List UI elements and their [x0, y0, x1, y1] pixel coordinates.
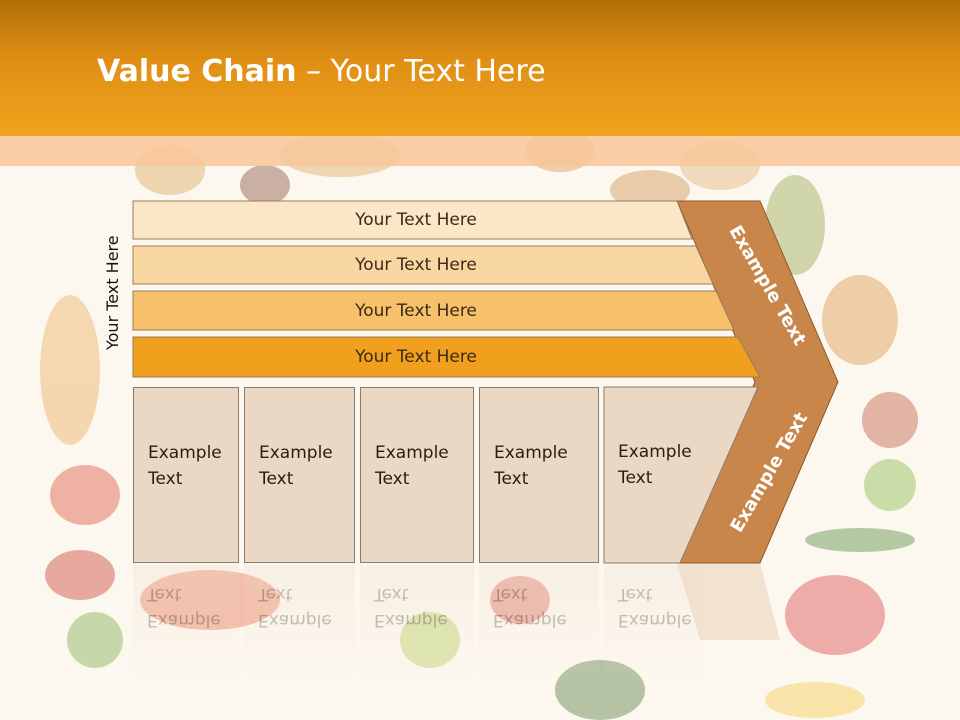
bar-4-label: Your Text Here	[355, 347, 477, 367]
column-1-line1: Example	[148, 443, 222, 463]
bar-4: Your Text Here	[133, 337, 699, 377]
column-5-reflection-line1: Example	[618, 610, 692, 630]
bar-3-shape	[132, 290, 735, 331]
column-2-reflection: Example Text	[244, 565, 355, 685]
column-3-reflection-line2: Text	[374, 584, 409, 604]
column-3-line1: Example	[375, 443, 449, 463]
slide-title: Value Chain – Your Text Here	[97, 54, 546, 89]
column-4-reflection-line1: Example	[493, 610, 567, 630]
column-1-line2: Text	[148, 469, 183, 489]
header-banner	[0, 0, 960, 136]
title-bold: Value Chain	[97, 54, 297, 89]
column-3-reflection-line1: Example	[374, 610, 448, 630]
bar-3: Your Text Here	[133, 291, 699, 330]
bar-2-shape	[132, 245, 714, 285]
column-5-reflection: Example Text	[604, 565, 704, 685]
bar-1-label: Your Text Here	[355, 210, 477, 230]
column-3-line2: Text	[375, 469, 410, 489]
bar-1-shape	[132, 200, 693, 240]
bar-4-shape	[132, 336, 761, 378]
column-5-reflection-line2: Text	[618, 584, 653, 604]
bar-2: Your Text Here	[133, 246, 699, 284]
column-2-line1: Example	[259, 443, 333, 463]
column-1-reflection-line1: Example	[147, 610, 221, 630]
column-4-line1: Example	[494, 443, 568, 463]
column-3-reflection: Example Text	[360, 565, 474, 685]
column-4-line2: Text	[494, 469, 529, 489]
column-2-reflection-line1: Example	[258, 610, 332, 630]
column-1-reflection-line2: Text	[147, 584, 182, 604]
title-rest: – Your Text Here	[296, 54, 546, 89]
column-4-reflection-line2: Text	[493, 584, 528, 604]
column-4-reflection: Example Text	[479, 565, 599, 685]
col-5-shape	[603, 386, 759, 564]
column-2-line2: Text	[259, 469, 294, 489]
bar-3-label: Your Text Here	[355, 300, 477, 321]
column-2-reflection-line2: Text	[258, 584, 293, 604]
column-1-reflection: Example Text	[133, 565, 239, 685]
column-5-line2: Text	[618, 468, 653, 488]
column-5-line1: Example	[618, 442, 692, 462]
bar-2-label: Your Text Here	[355, 255, 477, 275]
bar-1: Your Text Here	[133, 201, 699, 239]
side-label: Your Text Here	[103, 235, 122, 350]
header-band	[0, 136, 960, 166]
